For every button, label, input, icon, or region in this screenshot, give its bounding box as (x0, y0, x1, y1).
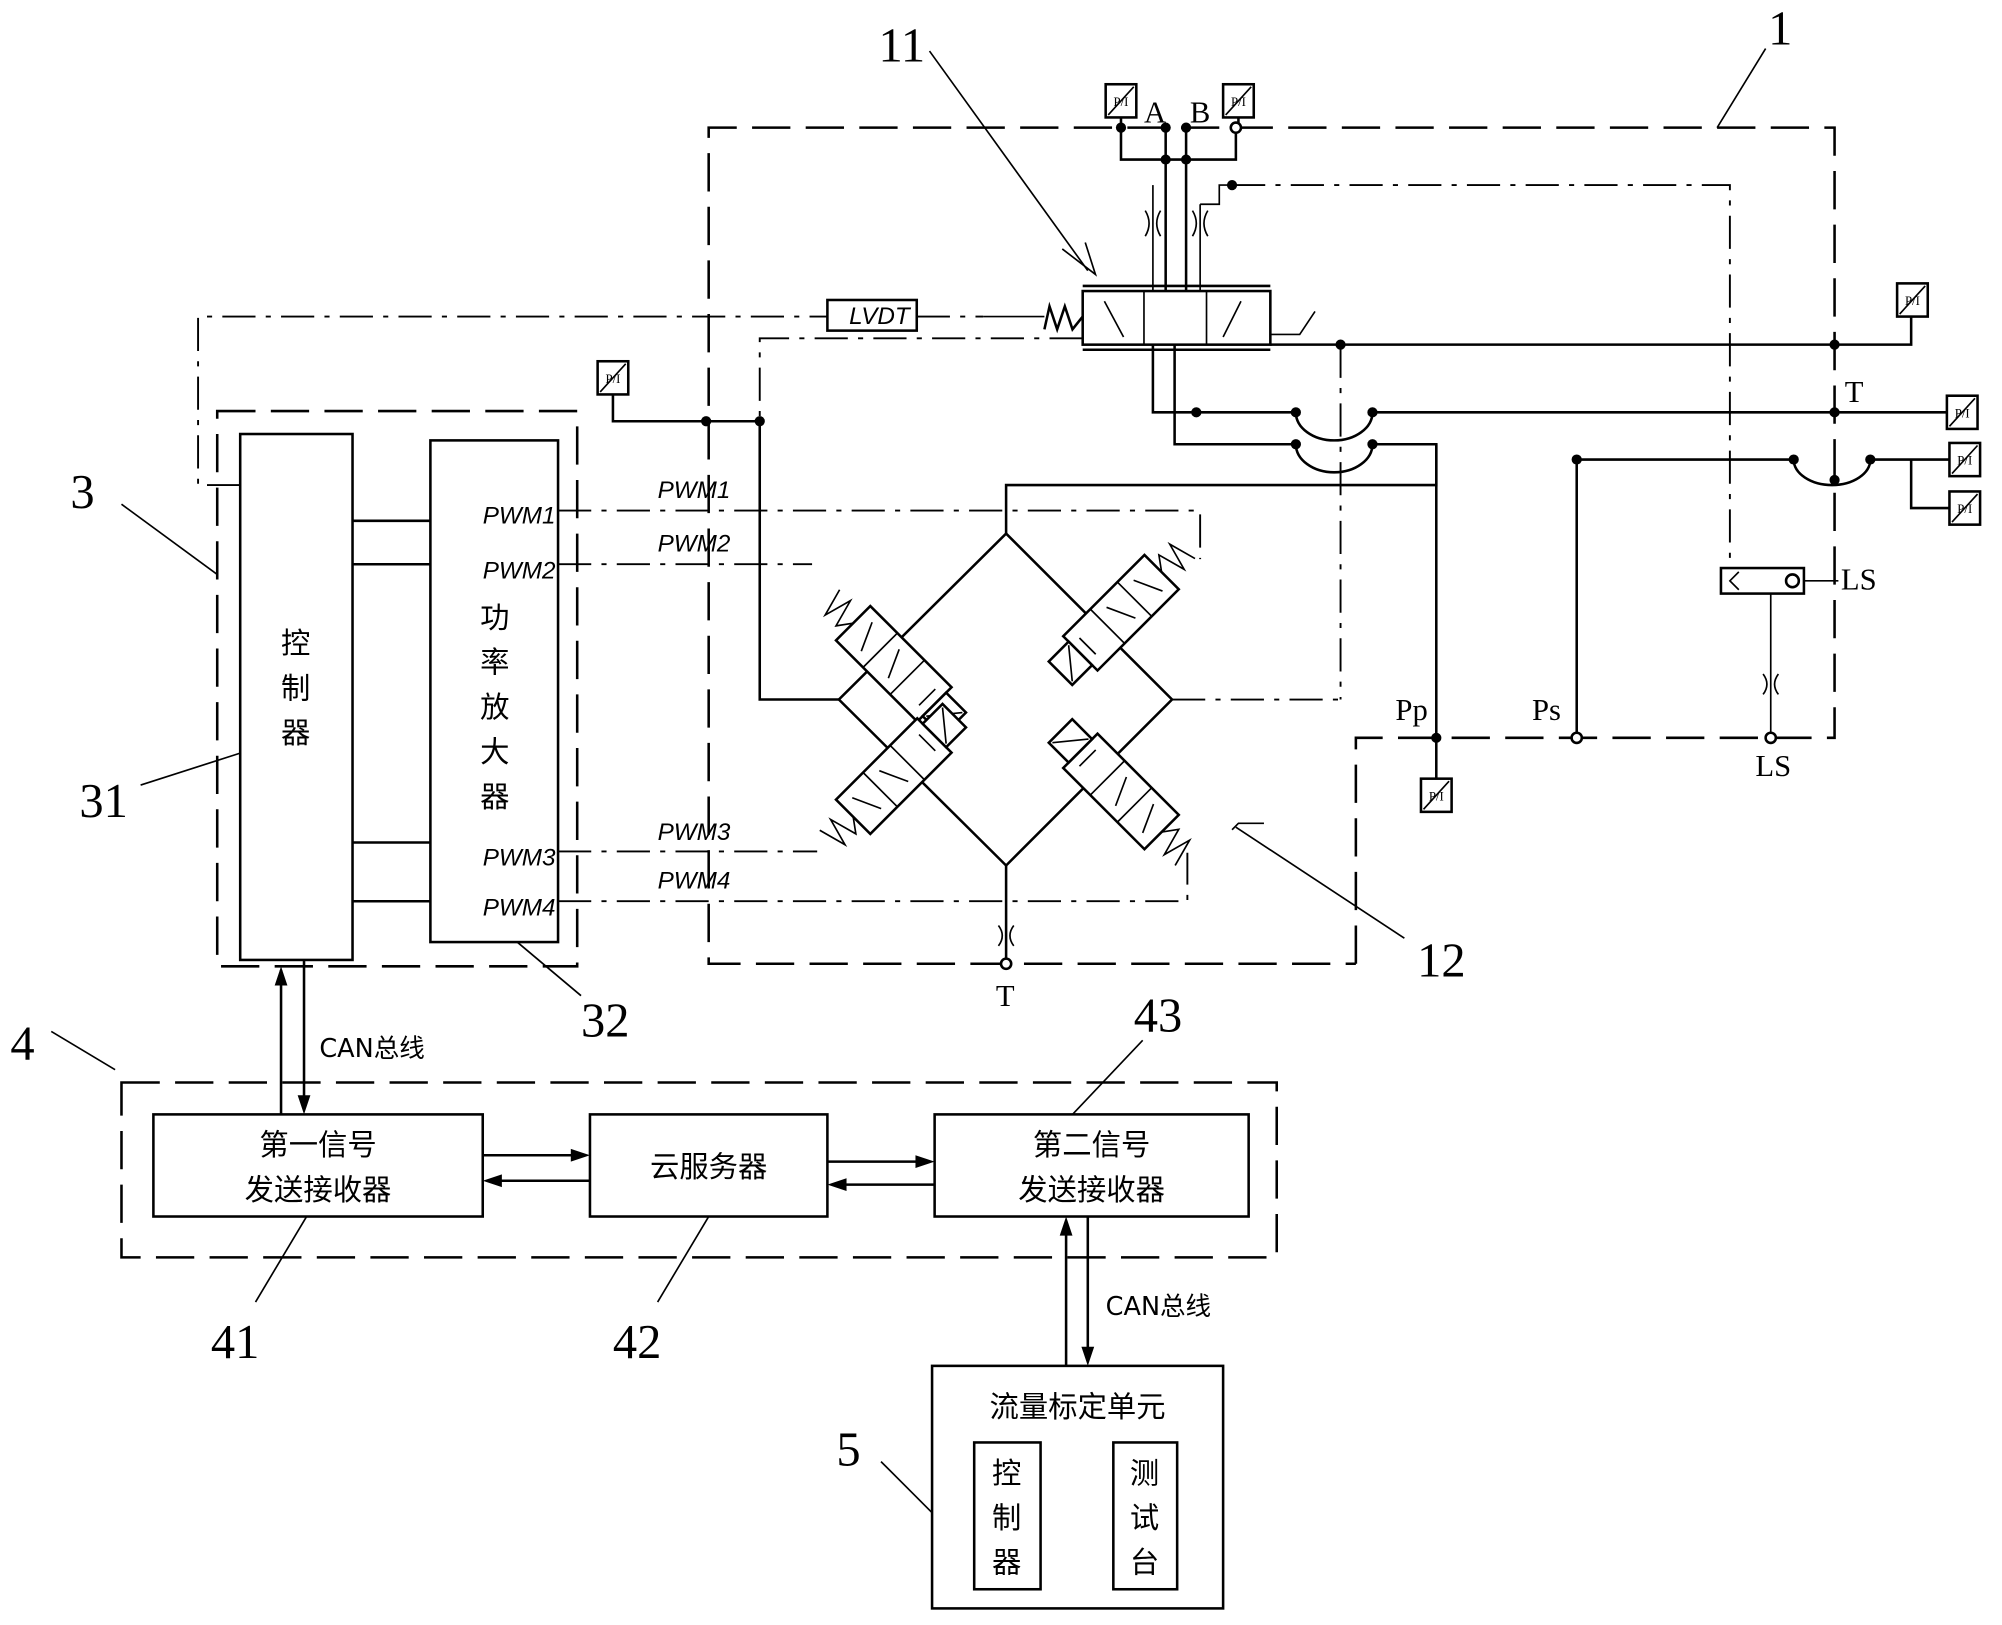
second-transceiver-43 (933, 1113, 1250, 1218)
ref-11: 11 (878, 19, 925, 72)
ref-31: 31 (79, 775, 128, 828)
pwm2-output-label: PWM2 (483, 557, 556, 584)
controller-char: 控 (281, 627, 310, 661)
controller-char: 制 (281, 671, 310, 705)
communication-unit-4: 第一信号 发送接收器 云服务器 第二信号 发送接收器 4 41 42 43 (10, 989, 1279, 1369)
controller-char: 器 (281, 716, 310, 750)
valve-bridge-12: T 12 (758, 337, 1466, 1013)
pwm3-output-label: PWM3 (483, 844, 556, 871)
transceiver1-line2: 发送接收器 (245, 1173, 392, 1207)
calib-ctrl-char: 控 (992, 1456, 1021, 1490)
proportional-valve-4 (1042, 712, 1204, 874)
pressure-sensor-left: P/I (596, 359, 630, 396)
ref-12: 12 (1417, 935, 1466, 988)
ref-4: 4 (10, 1018, 34, 1071)
can-bus-2: CAN总线 (1059, 1216, 1211, 1366)
sensor-label: P/I (1957, 502, 1972, 516)
first-transceiver-41 (152, 1113, 485, 1218)
controller-31 (238, 432, 354, 962)
transceiver2-line2: 发送接收器 (1018, 1173, 1165, 1207)
pressure-sensor-left-line (611, 394, 765, 427)
lvdt-sensor: LVDT (197, 298, 984, 487)
port-t-label: T (1845, 375, 1864, 409)
sensor-label: P/I (1957, 454, 1972, 468)
pressure-sensor-p: P/I (1895, 282, 1930, 318)
ls-label-bottom: LS (1755, 749, 1791, 783)
calib-title: 流量标定单元 (990, 1390, 1166, 1424)
sensor-label: P/I (1905, 294, 1920, 308)
transceiver1-line1: 第一信号 (259, 1128, 376, 1162)
can-bus-1: CAN总线 (274, 959, 425, 1115)
amplifier-char: 放 (480, 690, 509, 724)
ls-label-right: LS (1841, 563, 1877, 597)
pwm-signal-lines: PWM1 PWM2 PWM3 PWM4 PWM1 PWM2 PWM3 PWM4 (483, 477, 1202, 921)
port-pp-label: Pp (1395, 693, 1427, 727)
calib-ctrl-char: 制 (992, 1501, 1021, 1535)
pwm3-line-label: PWM3 (658, 819, 731, 846)
pressure-sensors: P/I P/I P/I P/I P/I P/I P/I P/I (596, 82, 1982, 814)
cloud-server-label: 云服务器 (650, 1150, 767, 1184)
calib-controller (972, 1441, 1042, 1591)
pwm2-line-label: PWM2 (658, 530, 731, 557)
transceiver2-line1: 第二信号 (1033, 1128, 1150, 1162)
sensor-label: P/I (1429, 789, 1444, 803)
proportional-valve-2 (1042, 530, 1204, 692)
ref-1: 1 (1768, 3, 1792, 56)
pressure-sensor-ps-2: P/I (1948, 490, 1982, 526)
ref-42: 42 (613, 1316, 662, 1369)
pwm4-line-label: PWM4 (658, 867, 731, 894)
port-b-label: B (1190, 96, 1210, 130)
lvdt-label: LVDT (849, 303, 912, 330)
can-bus-2-label: CAN总线 (1106, 1292, 1211, 1322)
block-1-boundary: 1 (707, 3, 1836, 966)
port-a-label: A (1144, 96, 1166, 130)
power-amplifier-32 (429, 439, 560, 944)
pressure-sensor-pp: P/I (1419, 777, 1453, 814)
port-t-bottom-label: T (996, 979, 1015, 1013)
sensor-label: P/I (1231, 95, 1246, 109)
hydraulic-lines: T LS LS Pp Ps (1151, 316, 1950, 783)
ref-32: 32 (581, 995, 630, 1048)
ref-5: 5 (836, 1423, 860, 1476)
amplifier-char: 功 (480, 601, 509, 635)
ref-43: 43 (1134, 989, 1183, 1042)
calib-ctrl-char: 器 (992, 1546, 1021, 1580)
sensor-label: P/I (1955, 406, 1970, 420)
sensor-label: P/I (1114, 95, 1129, 109)
ab-ports: A B (1115, 96, 1731, 581)
test-bench (1112, 1441, 1179, 1591)
amplifier-char: 器 (480, 780, 509, 814)
ref-41: 41 (211, 1316, 260, 1369)
ref-3: 3 (70, 466, 94, 519)
pressure-sensor-a: P/I (1104, 82, 1138, 119)
amplifier-char: 大 (480, 735, 509, 769)
pressure-sensor-t: P/I (1945, 394, 1979, 431)
cloud-server-42 (588, 1113, 829, 1218)
test-bench-char: 测 (1130, 1456, 1159, 1490)
directional-valve-11: 11 (878, 19, 1316, 352)
test-bench-char: 试 (1130, 1501, 1159, 1535)
sensor-label: P/I (605, 372, 620, 386)
pressure-sensor-ps-1: P/I (1948, 441, 1982, 478)
proportional-valve-3 (811, 697, 973, 859)
pwm1-line-label: PWM1 (658, 477, 731, 504)
amplifier-char: 率 (480, 646, 509, 680)
can-bus-1-label: CAN总线 (319, 1034, 424, 1064)
pwm1-output-label: PWM1 (483, 502, 556, 529)
test-bench-char: 台 (1130, 1546, 1159, 1580)
flow-calibration-unit-5: 流量标定单元 控制器 测试台 5 (836, 1364, 1225, 1610)
pwm4-output-label: PWM4 (483, 894, 556, 921)
pressure-sensor-b: P/I (1221, 82, 1256, 119)
port-ps-label: Ps (1532, 693, 1561, 727)
